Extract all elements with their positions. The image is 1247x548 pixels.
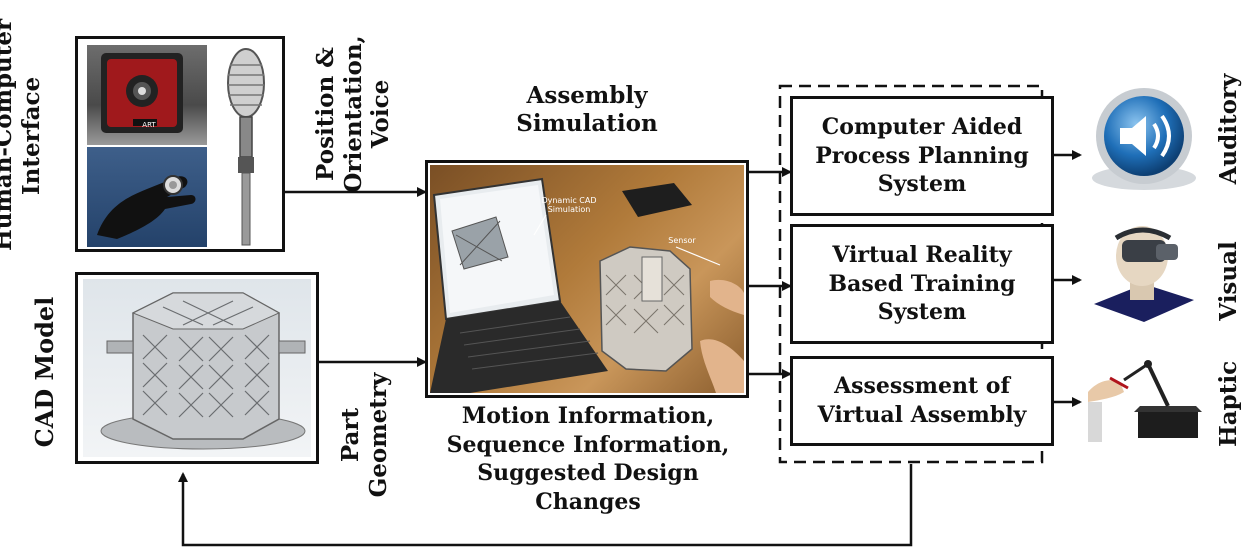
cad-model-render	[83, 279, 311, 457]
cad-model-label: CAD Model	[30, 296, 59, 448]
feedback-loop-line	[178, 464, 913, 547]
visual-label: Visual	[1215, 241, 1242, 321]
position-label-line3: Voice	[367, 79, 395, 149]
part-label-line2: Geometry	[364, 372, 392, 498]
capp-line2: Process Planning	[815, 142, 1029, 169]
assembly-label-line1: Assembly	[526, 82, 648, 109]
hci-label-line2: Interface	[17, 76, 45, 196]
cad-model-box	[75, 272, 319, 464]
assembly-simulation-photo-box: Dynamic CAD Simulation Sensor	[425, 160, 749, 398]
data-glove-drawing	[97, 175, 196, 239]
assembly-simulation-label: Assembly Simulation	[462, 82, 712, 138]
assembly-scene-drawing	[430, 177, 744, 393]
capp-line1: Computer Aided	[821, 114, 1023, 141]
sensor-annotation: Sensor	[668, 236, 696, 245]
speaker-icon	[1082, 82, 1206, 198]
head-mounted-display-icon	[1086, 220, 1202, 324]
capp-line3: System	[877, 171, 967, 198]
assess-line2: Virtual Assembly	[817, 402, 1027, 428]
microphone-drawing	[227, 48, 265, 246]
dynamic-annotation-line2: Simulation	[547, 204, 591, 214]
art-logo: ART	[142, 121, 156, 129]
haptic-label: Haptic	[1215, 360, 1242, 447]
speaker-drawing	[1092, 88, 1196, 190]
hci-label-line1: Human-Computer	[0, 18, 17, 251]
assembly-simulation-photo: Dynamic CAD Simulation Sensor	[430, 165, 744, 393]
motion-label-line3: Suggested Design	[477, 460, 699, 487]
cad-hexagonal-cage-drawing	[100, 292, 306, 450]
hmd-drawing	[1094, 226, 1194, 322]
microphone-icon	[214, 43, 278, 248]
vr-line2: Based Training	[828, 270, 1016, 297]
assembly-label-line2: Simulation	[516, 110, 658, 138]
position-orientation-voice-label: Position & Orientation, Voice	[312, 29, 408, 199]
position-label-line2: Orientation,	[339, 35, 367, 193]
hci-label: Human-Computer Interface	[0, 18, 50, 251]
part-geometry-label: Part Geometry	[337, 365, 401, 505]
vr-line3: System	[877, 299, 967, 326]
hci-devices-box: ART	[75, 36, 285, 252]
tracking-camera-drawing	[101, 53, 183, 133]
capp-system-box: Computer Aided Process Planning System	[790, 96, 1054, 216]
part-label-line1: Part	[337, 407, 364, 463]
dynamic-cad-simulation-annotation: Dynamic CAD Simulation	[534, 196, 604, 215]
motion-label-line1: Motion Information,	[461, 403, 715, 429]
haptic-drawing	[1088, 360, 1202, 442]
assessment-box: Assessment of Virtual Assembly	[790, 356, 1054, 446]
motion-information-label: Motion Information, Sequence Information…	[418, 402, 758, 516]
dynamic-annotation-line1: Dynamic CAD	[541, 196, 597, 205]
haptic-device-icon	[1084, 352, 1204, 444]
vr-training-system-box: Virtual Reality Based Training System	[790, 224, 1054, 344]
motion-label-line2: Sequence Information,	[446, 431, 730, 458]
motion-label-line4: Changes	[535, 488, 641, 515]
systems-group-dashed-box	[778, 84, 1044, 464]
vr-line1: Virtual Reality	[832, 242, 1012, 269]
position-label-line1: Position &	[312, 47, 339, 181]
auditory-label: Auditory	[1215, 73, 1242, 185]
tracking-camera-icon: ART	[87, 45, 207, 145]
data-glove-icon	[87, 147, 207, 247]
assess-line1: Assessment of	[834, 373, 1010, 400]
